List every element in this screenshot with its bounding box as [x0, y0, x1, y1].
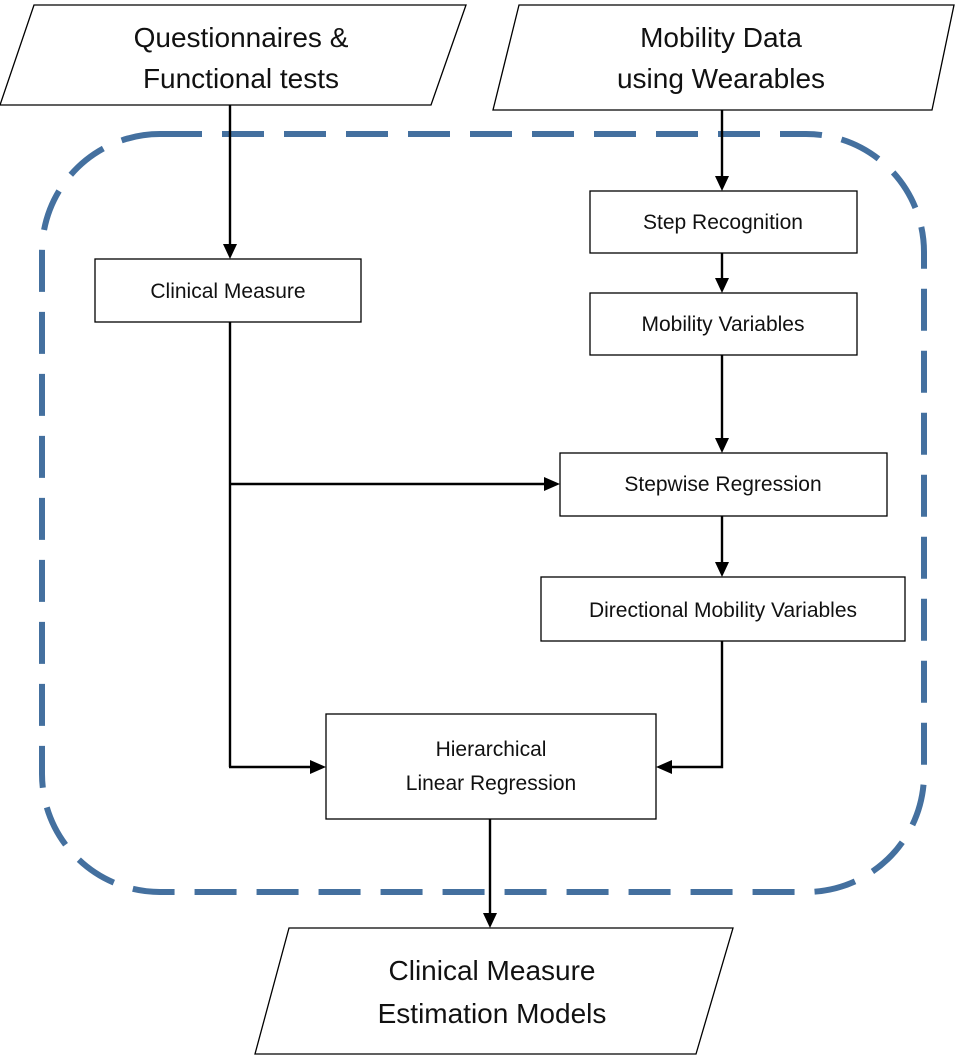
box-directional-mobility-variables-label: Directional Mobility Variables: [589, 599, 857, 622]
arrowhead-hierarchical-right: [656, 760, 672, 774]
output-estimation-models-line1: Clinical Measure: [389, 955, 596, 986]
input-mobility-data-line1: Mobility Data: [640, 22, 802, 53]
box-mobility-variables-label: Mobility Variables: [641, 313, 804, 336]
input-questionnaires-line2: Functional tests: [143, 63, 339, 94]
arrowhead-stepwise-regression-left: [544, 477, 560, 491]
input-questionnaires: Questionnaires & Functional tests: [0, 4, 467, 106]
box-clinical-measure: Clinical Measure: [94, 258, 362, 323]
box-step-recognition: Step Recognition: [589, 190, 858, 254]
arrowhead-stepwise-regression-top: [715, 438, 729, 453]
input-questionnaires-line1: Questionnaires &: [134, 22, 349, 53]
arrowhead-hierarchical-left: [310, 760, 326, 774]
edge-directional-to-hierarchical: [670, 641, 724, 769]
box-step-recognition-label: Step Recognition: [643, 211, 803, 234]
input-mobility-data: Mobility Data using Wearables: [492, 4, 955, 111]
arrowhead-step-recognition: [715, 176, 729, 191]
box-hierarchical-regression-line2: Linear Regression: [406, 772, 576, 795]
box-clinical-measure-label: Clinical Measure: [150, 280, 305, 303]
arrowhead-mobility-variables: [715, 278, 729, 293]
input-mobility-data-line2: using Wearables: [617, 63, 825, 94]
connectors: [223, 105, 729, 928]
arrowhead-directional-mobility-variables: [715, 562, 729, 577]
box-hierarchical-regression: Hierarchical Linear Regression: [325, 713, 657, 820]
box-hierarchical-regression-line1: Hierarchical: [436, 738, 547, 761]
output-estimation-models: Clinical Measure Estimation Models: [254, 927, 734, 1055]
box-stepwise-regression-label: Stepwise Regression: [624, 473, 821, 496]
box-mobility-variables: Mobility Variables: [589, 292, 858, 356]
arrowhead-clinical-measure: [223, 244, 237, 259]
process-boundary: [39, 131, 927, 895]
box-directional-mobility-variables: Directional Mobility Variables: [540, 576, 906, 642]
arrowhead-output: [483, 913, 497, 928]
output-estimation-models-line2: Estimation Models: [378, 998, 607, 1029]
box-stepwise-regression: Stepwise Regression: [559, 452, 888, 517]
